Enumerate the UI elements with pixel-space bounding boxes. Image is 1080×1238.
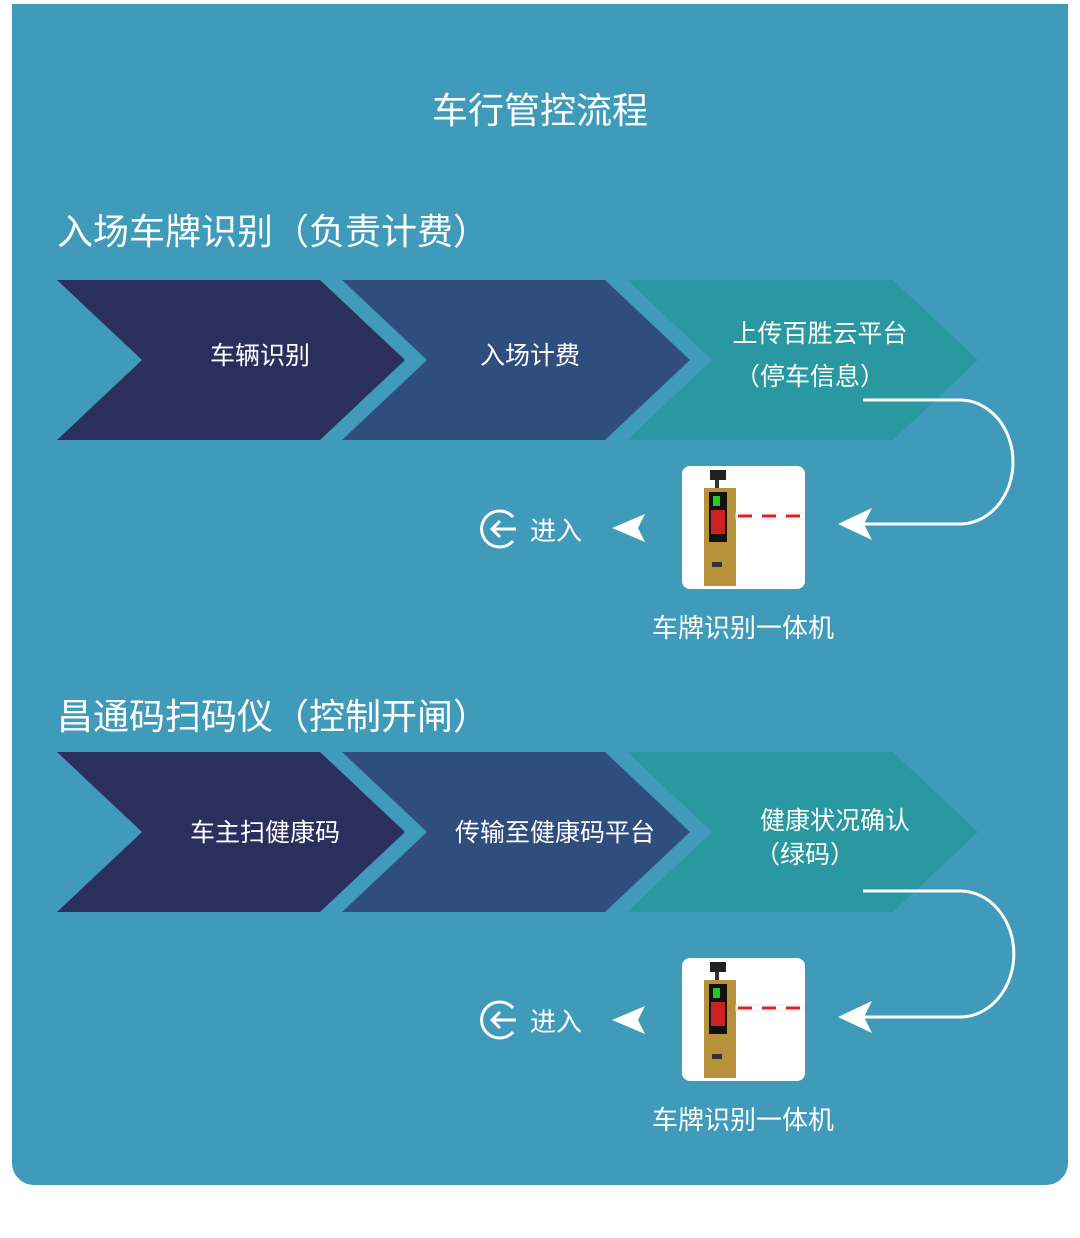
step-transfer-platform: 传输至健康码平台 [454,818,655,847]
step-vehicle-recognition: 车辆识别 [209,341,310,370]
step-entry-billing: 入场计费 [479,341,580,370]
arrowhead-left [612,514,645,542]
section-heading-scanner: 昌通码扫码仪（控制开闸） [57,697,490,738]
return-arrow-line [850,398,1015,526]
enter-arrow-circle-icon [480,509,516,549]
step-health-confirm-note: （绿码） [754,840,855,869]
enter-label: 进入 [530,516,583,547]
section-heading-entry: 入场车牌识别（负责计费） [57,212,490,253]
arrowhead-left [612,1006,645,1034]
barrier-gate-device-image [682,958,806,1081]
enter-arrow-circle-icon [480,1000,516,1040]
step-upload-cloud-note: （停车信息） [734,362,885,391]
device-label: 车牌识别一体机 [652,614,835,644]
arrowhead-right [838,1001,872,1033]
barrier-gate-device-image [682,466,806,589]
chevron-step-2 [342,280,690,440]
step-upload-cloud: 上传百胜云平台 [732,319,908,348]
return-arrow-line [850,889,1016,1019]
chevron-row-2 [57,752,1016,1034]
chevron-step-2 [342,752,690,912]
flow-panel [12,4,1068,1185]
chevron-step-1 [57,280,405,440]
barrier-gate-icon [704,470,806,586]
step-health-confirm: 健康状况确认 [759,806,910,835]
enter-indicator: 进入 [480,999,582,1041]
device-label: 车牌识别一体机 [652,1106,835,1136]
enter-indicator: 进入 [480,508,582,550]
step-scan-health-code: 车主扫健康码 [189,818,340,847]
chevron-row-1 [57,280,1015,542]
page-title: 车行管控流程 [431,91,648,132]
chevron-step-3 [627,752,978,912]
arrowhead-right [838,508,872,540]
chevron-step-1 [57,752,405,912]
enter-label: 进入 [530,1007,583,1038]
barrier-gate-icon [704,962,806,1078]
